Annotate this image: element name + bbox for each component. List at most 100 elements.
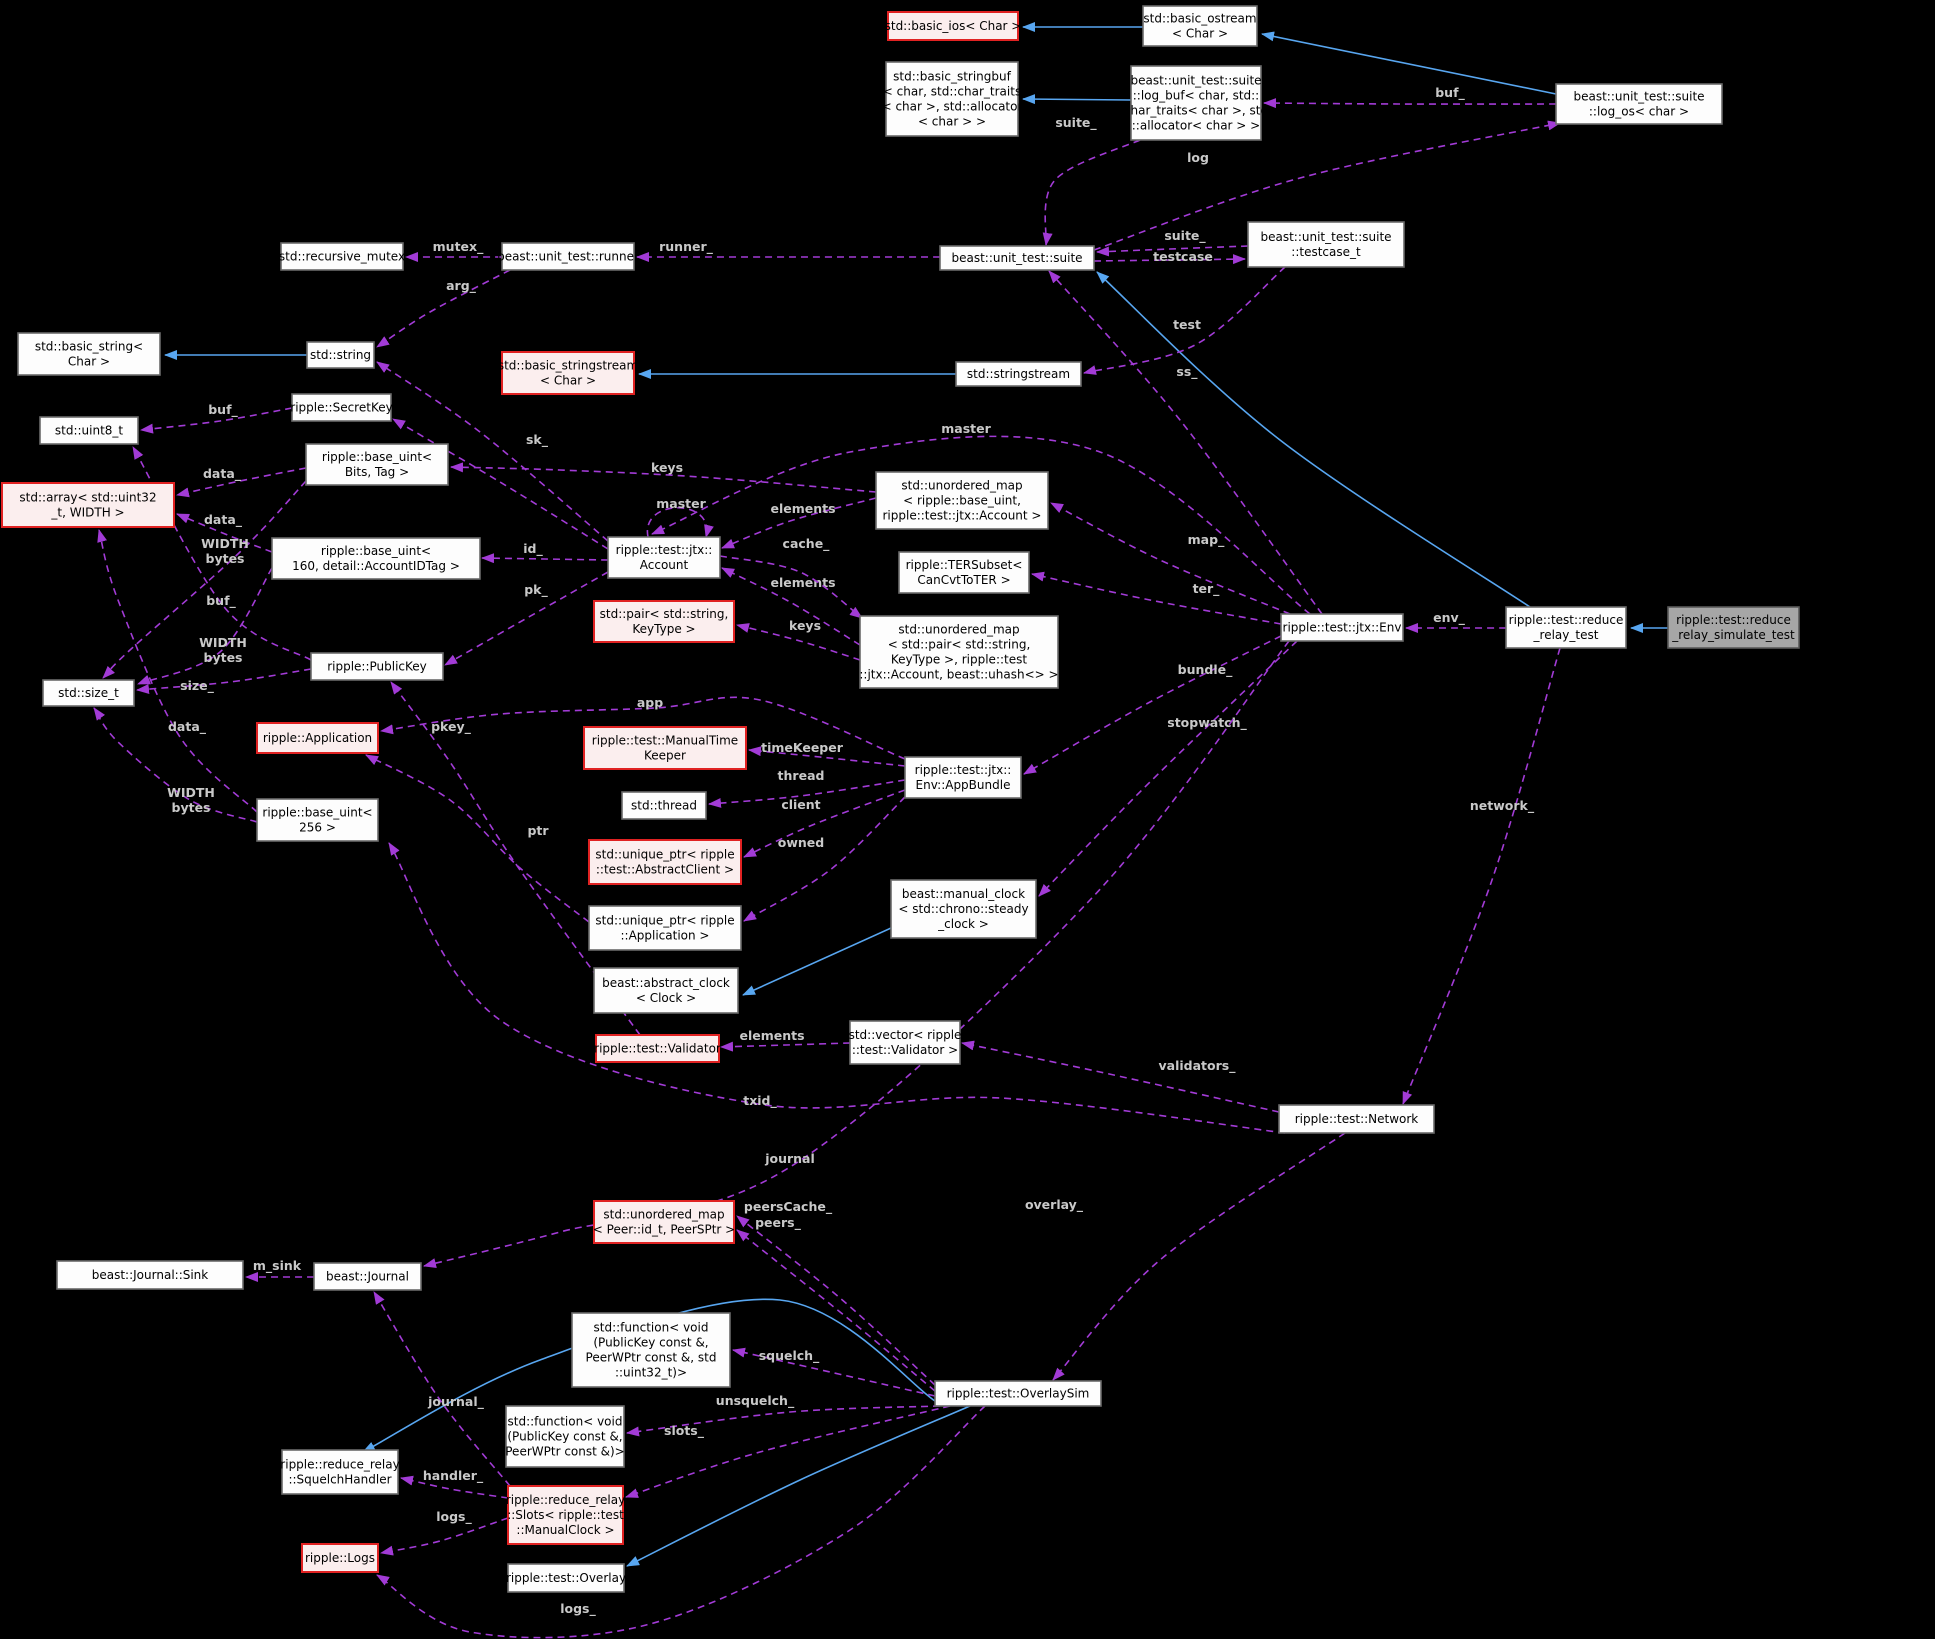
node-sink[interactable]: beast::Journal::Sink	[56, 1260, 244, 1290]
node-pair[interactable]: std::pair< std::string,KeyType >	[593, 600, 735, 643]
node-appbundle[interactable]: ripple::test::jtx::Env::AppBundle	[904, 756, 1022, 799]
node-uptr_app[interactable]: std::unique_ptr< ripple::Application >	[588, 905, 742, 951]
node-box-map_peer[interactable]	[593, 1200, 735, 1244]
node-box-network[interactable]	[1278, 1104, 1435, 1134]
node-box-validator[interactable]	[595, 1034, 720, 1063]
node-box-sink[interactable]	[56, 1260, 244, 1290]
node-box-function1[interactable]	[571, 1312, 731, 1388]
node-box-thread[interactable]	[621, 791, 707, 820]
node-box-basic_ios[interactable]	[887, 11, 1019, 41]
node-overlay[interactable]: ripple::test::Overlay	[506, 1563, 626, 1593]
node-squelchhandler[interactable]: ripple::reduce_relay::SquelchHandler	[280, 1449, 400, 1495]
node-box-uptr_client[interactable]	[588, 839, 742, 885]
node-box-slots[interactable]	[507, 1485, 624, 1545]
node-uptr_client[interactable]: std::unique_ptr< ripple::test::AbstractC…	[588, 839, 742, 885]
node-abstract_clock[interactable]: beast::abstract_clock< Clock >	[593, 967, 739, 1014]
node-box-reduce_relay_test[interactable]	[1505, 606, 1627, 649]
node-box-account[interactable]	[607, 536, 721, 579]
node-thread[interactable]: std::thread	[621, 791, 707, 820]
node-network[interactable]: ripple::test::Network	[1278, 1104, 1435, 1134]
node-function2[interactable]: std::function< void(PublicKey const &,Pe…	[505, 1405, 625, 1468]
node-box-runner[interactable]	[501, 242, 635, 271]
node-box-array[interactable]	[1, 482, 175, 528]
node-box-suite[interactable]	[939, 245, 1095, 271]
node-stringstream[interactable]: std::stringstream	[955, 361, 1082, 387]
node-box-testcase_t[interactable]	[1247, 221, 1405, 268]
node-box-journal[interactable]	[313, 1262, 422, 1291]
node-box-map_pair[interactable]	[859, 615, 1059, 689]
node-base_uint_160[interactable]: ripple::base_uint<160, detail::AccountID…	[271, 537, 481, 580]
node-box-appbundle[interactable]	[904, 756, 1022, 799]
node-box-reduce_relay_simulate_test[interactable]	[1667, 606, 1800, 649]
node-uint8_t[interactable]: std::uint8_t	[39, 416, 139, 445]
node-slots[interactable]: ripple::reduce_relay::Slots< ripple::tes…	[506, 1485, 625, 1545]
node-box-log_os[interactable]	[1555, 83, 1723, 125]
node-base_uint_bits[interactable]: ripple::base_uint<Bits, Tag >	[305, 443, 449, 486]
node-box-abstract_clock[interactable]	[593, 967, 739, 1014]
node-box-manualtimekeeper[interactable]	[583, 726, 747, 770]
node-box-base_uint_bits[interactable]	[305, 443, 449, 486]
node-box-log_buf[interactable]	[1130, 65, 1262, 141]
node-box-basic_stringbuf[interactable]	[885, 61, 1019, 137]
node-basic_stringstream[interactable]: std::basic_stringstream< Char >	[498, 351, 638, 395]
node-box-uint8_t[interactable]	[39, 416, 139, 445]
node-vec_validator[interactable]: std::vector< ripple::test::Validator >	[849, 1020, 962, 1065]
node-suite[interactable]: beast::unit_test::suite	[939, 245, 1095, 271]
node-log_os[interactable]: beast::unit_test::suite::log_os< char >	[1555, 83, 1723, 125]
node-testcase_t[interactable]: beast::unit_test::suite::testcase_t	[1247, 221, 1405, 268]
node-basic_ostream[interactable]: std::basic_ostream< Char >	[1142, 5, 1258, 47]
node-box-secretkey[interactable]	[291, 393, 392, 422]
node-basic_stringbuf[interactable]: std::basic_stringbuf< char, std::char_tr…	[882, 61, 1023, 137]
node-box-basic_string[interactable]	[17, 332, 161, 376]
node-basic_ios[interactable]: std::basic_ios< Char >	[885, 11, 1022, 41]
node-box-recursive_mutex[interactable]	[280, 242, 404, 271]
node-box-env[interactable]	[1280, 613, 1404, 642]
node-box-vec_validator[interactable]	[849, 1020, 961, 1065]
node-reduce_relay_simulate_test[interactable]: ripple::test::reduce_relay_simulate_test	[1667, 606, 1800, 649]
node-reduce_relay_test[interactable]: ripple::test::reduce_relay_test	[1505, 606, 1627, 649]
node-box-size_t[interactable]	[42, 679, 135, 707]
node-box-overlaysim[interactable]	[934, 1380, 1102, 1407]
node-box-application[interactable]	[256, 722, 379, 754]
node-box-squelchhandler[interactable]	[281, 1449, 399, 1495]
node-box-pair[interactable]	[593, 600, 735, 643]
node-box-function2[interactable]	[505, 1405, 625, 1468]
node-box-base_uint_160[interactable]	[271, 537, 481, 580]
node-overlaysim[interactable]: ripple::test::OverlaySim	[934, 1380, 1102, 1407]
node-box-base_uint_256[interactable]	[256, 798, 379, 842]
node-box-basic_ostream[interactable]	[1142, 5, 1258, 47]
node-box-stringstream[interactable]	[955, 361, 1082, 387]
node-publickey[interactable]: ripple::PublicKey	[310, 652, 444, 681]
node-env[interactable]: ripple::test::jtx::Env	[1280, 613, 1404, 642]
node-secretkey[interactable]: ripple::SecretKey	[290, 393, 393, 422]
node-box-overlay[interactable]	[507, 1563, 625, 1593]
node-runner[interactable]: beast::unit_test::runner	[497, 242, 639, 271]
node-recursive_mutex[interactable]: std::recursive_mutex	[279, 242, 405, 271]
node-box-tersubset[interactable]	[898, 551, 1030, 594]
node-box-string[interactable]	[306, 341, 375, 369]
node-validator[interactable]: ripple::test::Validator	[594, 1034, 721, 1063]
node-map_peer[interactable]: std::unordered_map< Peer::id_t, PeerSPtr…	[593, 1200, 735, 1244]
node-box-uptr_app[interactable]	[588, 905, 742, 951]
node-map_pair[interactable]: std::unordered_map< std::pair< std::stri…	[859, 615, 1059, 689]
node-map_account[interactable]: std::unordered_map< ripple::base_uint,ri…	[875, 471, 1049, 530]
node-box-manual_clock[interactable]	[890, 879, 1037, 939]
node-box-publickey[interactable]	[310, 652, 444, 681]
node-manual_clock[interactable]: beast::manual_clock< std::chrono::steady…	[890, 879, 1037, 939]
node-box-basic_stringstream[interactable]	[501, 351, 635, 395]
node-log_buf[interactable]: beast::unit_test::suite::log_buf< char, …	[1124, 65, 1268, 141]
node-array[interactable]: std::array< std::uint32_t, WIDTH >	[1, 482, 175, 528]
node-journal[interactable]: beast::Journal	[313, 1262, 422, 1291]
node-size_t[interactable]: std::size_t	[42, 679, 135, 707]
node-application[interactable]: ripple::Application	[256, 722, 379, 754]
node-base_uint_256[interactable]: ripple::base_uint<256 >	[256, 798, 379, 842]
node-account[interactable]: ripple::test::jtx::Account	[607, 536, 721, 579]
node-function1[interactable]: std::function< void(PublicKey const &,Pe…	[571, 1312, 731, 1388]
node-logs[interactable]: ripple::Logs	[301, 1543, 379, 1573]
node-basic_string[interactable]: std::basic_string<Char >	[17, 332, 161, 376]
node-box-map_account[interactable]	[875, 471, 1049, 530]
node-tersubset[interactable]: ripple::TERSubset<CanCvtToTER >	[898, 551, 1030, 594]
node-string[interactable]: std::string	[306, 341, 375, 369]
node-box-logs[interactable]	[301, 1543, 379, 1573]
